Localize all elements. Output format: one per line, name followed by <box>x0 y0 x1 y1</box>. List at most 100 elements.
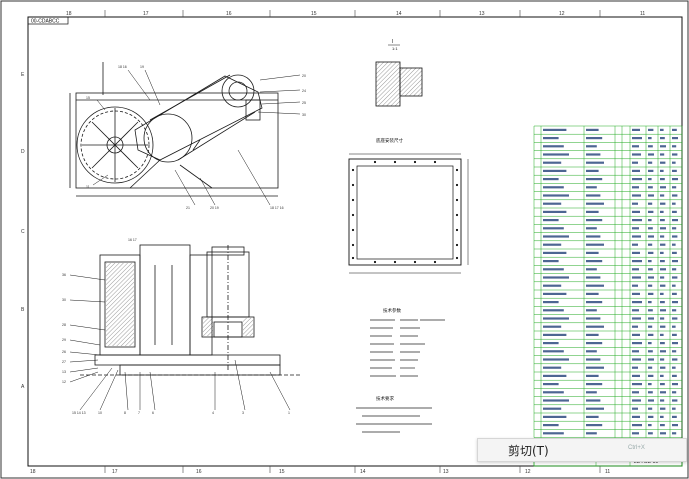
table-cell-text <box>632 292 640 295</box>
table-cell-text <box>586 358 601 361</box>
table-cell-text <box>648 153 654 156</box>
table-cell-text <box>543 194 569 197</box>
table-cell-text <box>660 235 665 238</box>
table-cell-text <box>648 350 653 353</box>
table-cell-text <box>672 235 678 238</box>
table-cell-text <box>672 128 677 131</box>
table-cell-text <box>660 194 665 197</box>
table-cell-text <box>672 153 678 156</box>
table-cell-text <box>660 358 665 361</box>
table-cell-text <box>648 342 652 345</box>
svg-text:7: 7 <box>138 411 140 415</box>
table-cell-text <box>672 219 678 222</box>
table-cell-text <box>632 374 640 377</box>
table-cell-text <box>543 251 567 254</box>
table-cell-text <box>660 202 666 205</box>
table-cell-text <box>660 415 664 418</box>
table-cell-text <box>543 153 569 156</box>
table-cell-text <box>586 145 597 148</box>
table-cell-text <box>632 219 642 222</box>
tech-specs: 技术参数 <box>370 307 445 377</box>
table-cell-text <box>632 424 642 427</box>
table-cell-text <box>543 325 562 328</box>
table-cell-text <box>648 194 654 197</box>
svg-text:12: 12 <box>62 380 66 384</box>
table-cell-text <box>632 317 641 320</box>
table-cell-text <box>586 333 599 336</box>
table-cell-text <box>648 415 654 418</box>
table-cell-text <box>543 383 559 386</box>
table-cell-text <box>543 161 562 164</box>
table-cell-text <box>632 366 638 369</box>
svg-text:20 19: 20 19 <box>210 206 219 210</box>
table-cell-text <box>672 432 677 435</box>
side-elevation-view <box>80 244 300 376</box>
table-cell-text <box>660 186 666 189</box>
table-cell-text <box>632 325 638 328</box>
table-cell-text <box>660 284 666 287</box>
table-cell-text <box>660 424 665 427</box>
table-cell-text <box>632 301 642 304</box>
zone-top-1: 17 <box>143 11 149 17</box>
table-cell-text <box>672 366 676 369</box>
table-cell-text <box>632 161 638 164</box>
table-cell-text <box>632 178 642 181</box>
table-cell-text <box>543 210 567 213</box>
drawing-code: 2DYGB-00 <box>634 459 658 465</box>
svg-text:15: 15 <box>86 96 90 100</box>
table-cell-text <box>672 399 678 402</box>
table-cell-text <box>672 333 677 336</box>
table-cell-text <box>632 407 638 410</box>
table-cell-text <box>543 276 569 279</box>
table-cell-text <box>660 268 666 271</box>
zone-bottom-1: 17 <box>112 469 118 475</box>
table-cell-text <box>586 301 603 304</box>
table-cell-text <box>648 366 653 369</box>
base-frame-plan: 底座安装尺寸 <box>348 137 469 274</box>
table-cell-text <box>660 145 666 148</box>
context-menu: 剪切(T) Ctrl+X <box>477 438 687 462</box>
table-cell-text <box>648 251 654 254</box>
corner-code-box <box>27 16 69 25</box>
table-cell-text <box>660 374 664 377</box>
table-cell-text <box>586 309 597 312</box>
table-cell-text <box>672 342 678 345</box>
zone-side-2: C <box>21 229 25 235</box>
table-cell-text <box>586 186 597 189</box>
zone-top-7: 11 <box>640 11 645 17</box>
zone-top-5: 13 <box>479 11 485 17</box>
parts-list-table <box>533 125 683 438</box>
svg-text:19: 19 <box>140 65 144 69</box>
table-cell-text <box>648 424 652 427</box>
table-cell-text <box>543 374 567 377</box>
table-cell-text <box>586 350 597 353</box>
table-cell-text <box>648 260 652 263</box>
table-cell-text <box>632 350 639 353</box>
table-cell-text <box>543 399 569 402</box>
table-cell-text <box>632 415 640 418</box>
table-cell-text <box>543 178 559 181</box>
cut-menu-item[interactable]: 剪切(T) <box>508 444 549 458</box>
table-cell-text <box>672 358 678 361</box>
table-cell-text <box>586 284 604 287</box>
table-cell-text <box>632 186 639 189</box>
table-cell-text <box>648 358 654 361</box>
table-cell-text <box>672 186 677 189</box>
table-cell-text <box>632 251 640 254</box>
table-cell-text <box>632 128 640 131</box>
table-cell-text <box>632 333 640 336</box>
table-cell-text <box>543 407 562 410</box>
zone-top-6: 12 <box>559 11 565 17</box>
table-cell-text <box>672 268 677 271</box>
table-cell-text <box>632 284 638 287</box>
table-cell-text <box>672 309 677 312</box>
table-cell-text <box>543 260 559 263</box>
svg-text:16 17: 16 17 <box>128 238 137 242</box>
table-cell-text <box>586 292 599 295</box>
base-frame-title: 底座安装尺寸 <box>376 137 403 144</box>
table-cell-text <box>660 309 666 312</box>
svg-text:21: 21 <box>186 206 190 210</box>
svg-text:10: 10 <box>98 411 102 415</box>
table-cell-text <box>660 383 665 386</box>
